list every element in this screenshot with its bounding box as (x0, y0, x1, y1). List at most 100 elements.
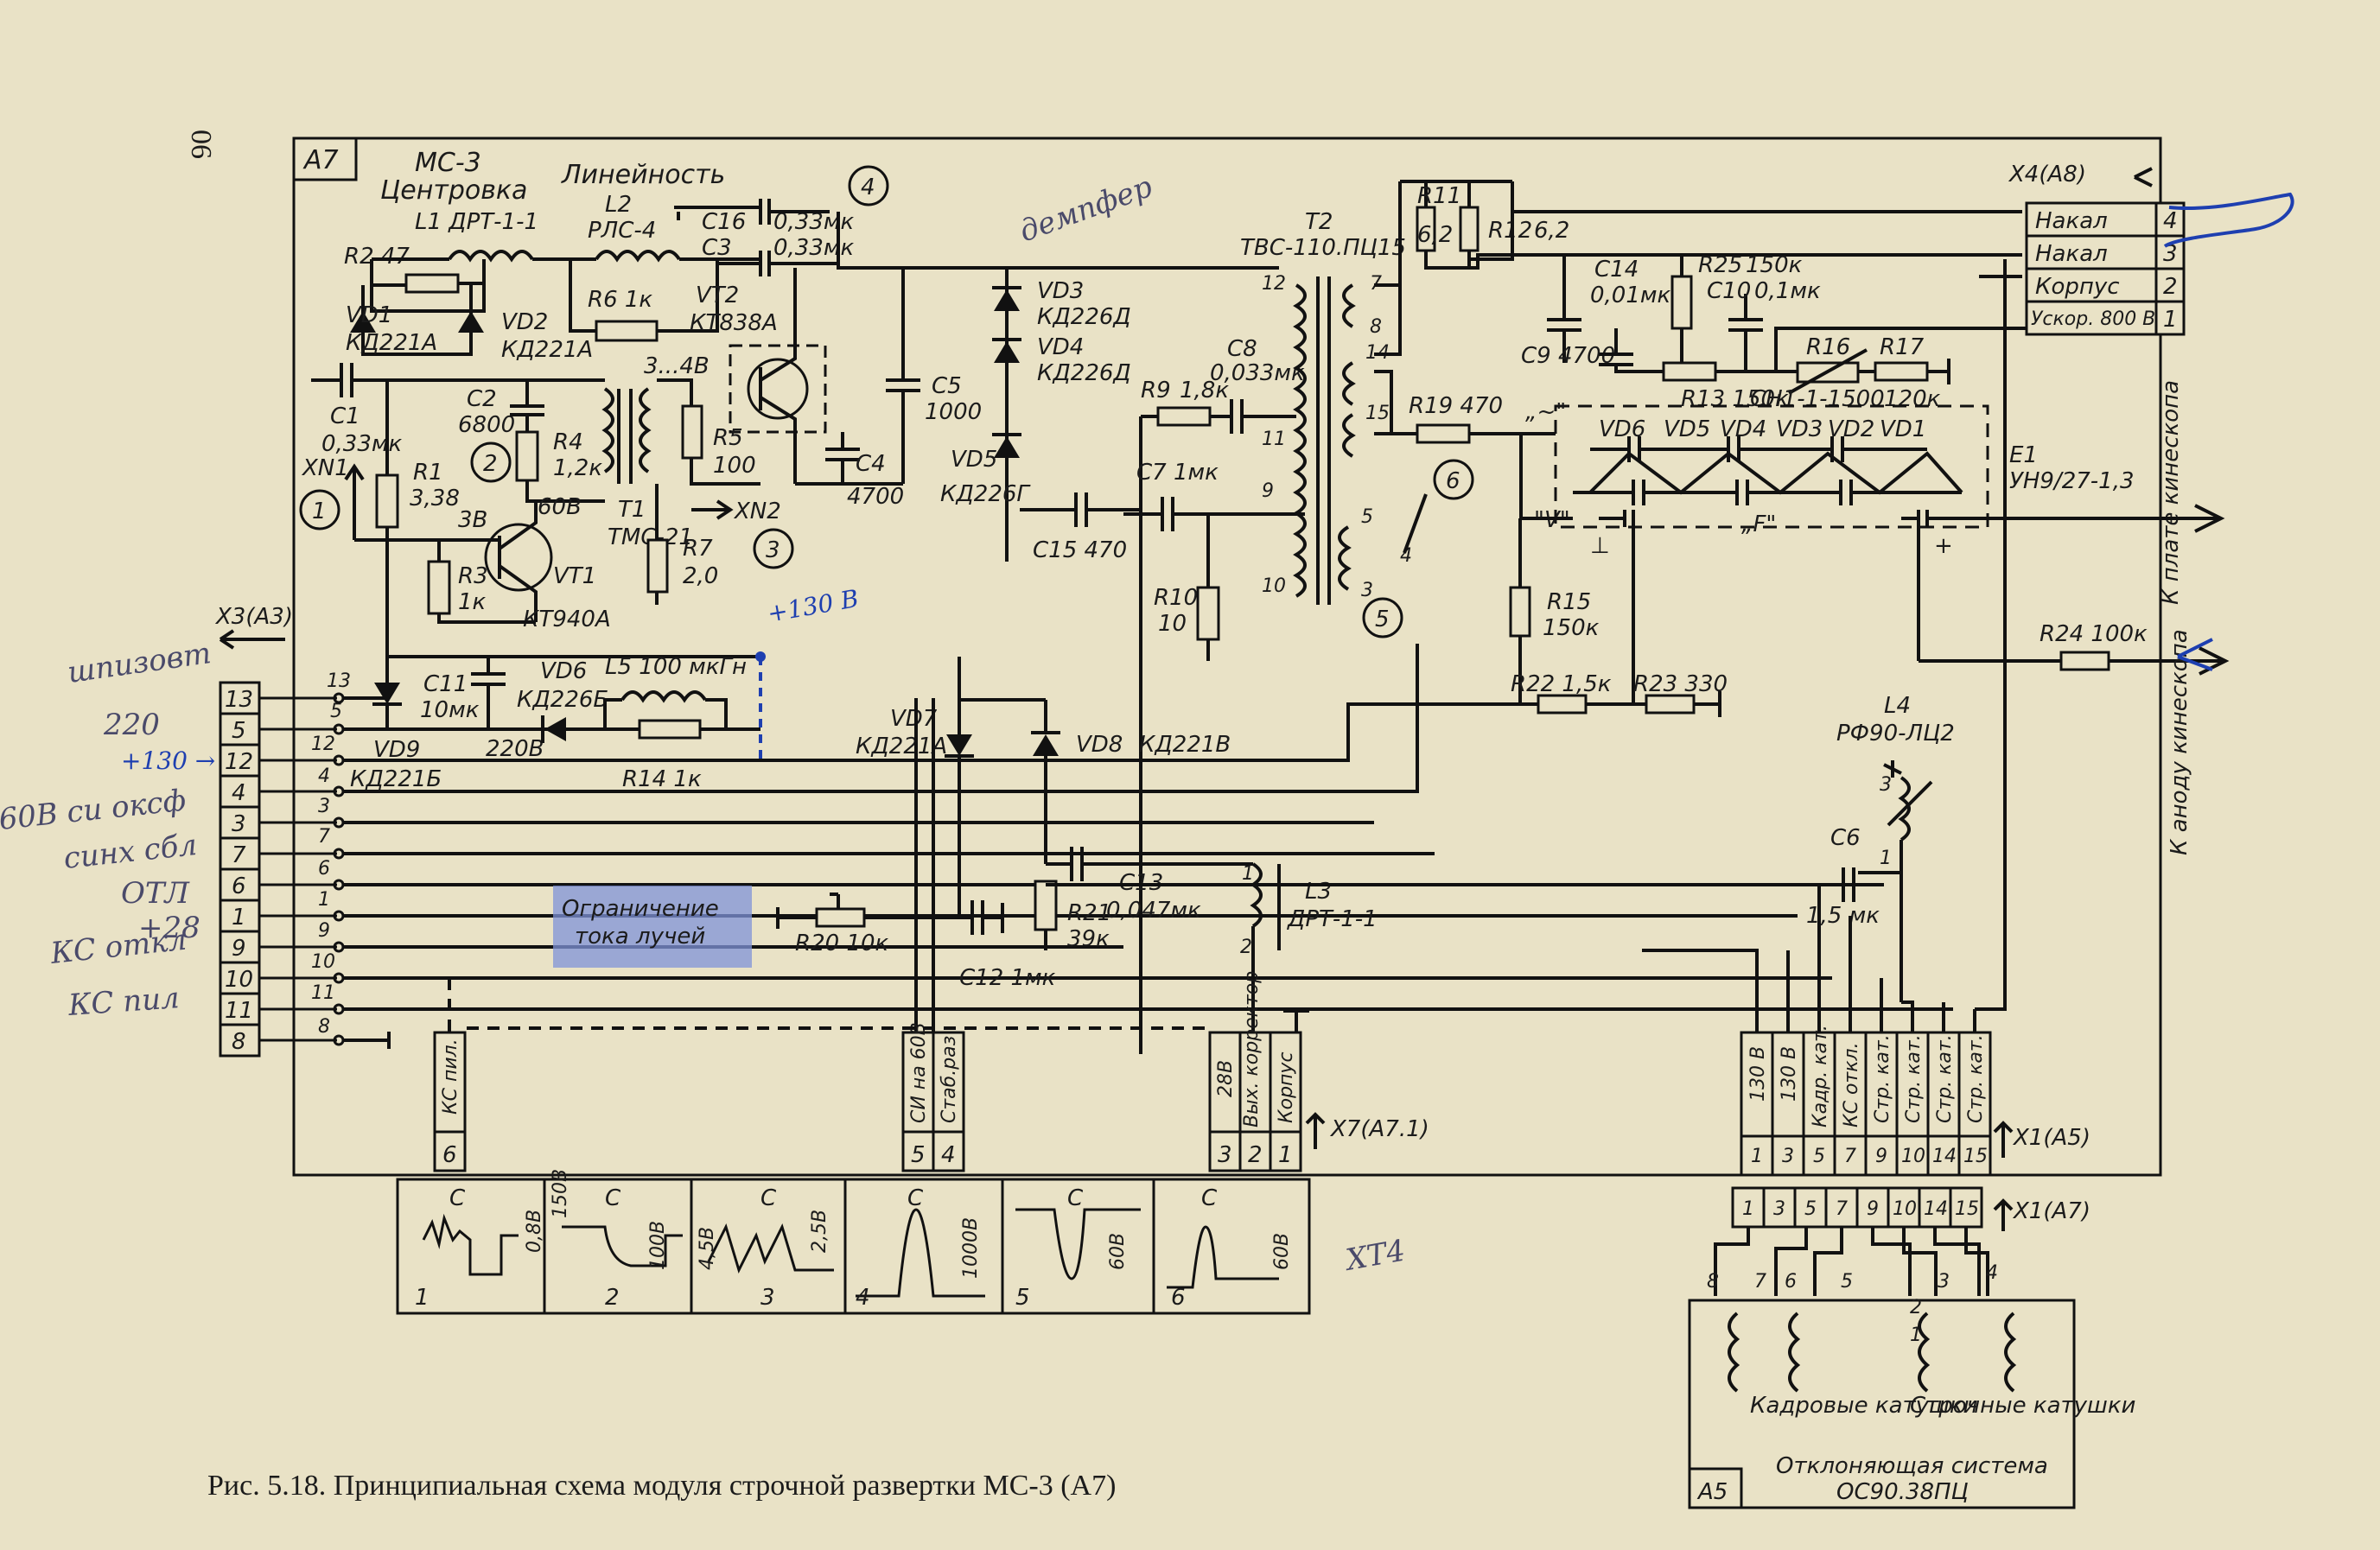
vt2-label: VT2 (696, 283, 739, 308)
stamp-overlay (553, 886, 752, 968)
note-5: ОТЛ (121, 876, 191, 911)
x7-mid-label-4: Стаб.раз (939, 1036, 960, 1123)
x3-pin-12: 12 (225, 749, 253, 775)
vd5-label: VD5 (951, 447, 997, 473)
mult-f: „F" (1741, 511, 1776, 537)
l3-pin-1: 1 (1242, 863, 1254, 885)
x7-right-pin-3: 3 (1218, 1142, 1232, 1168)
l1-coil (448, 250, 534, 263)
waveform-5-trace (1015, 1208, 1141, 1280)
c5-label: С5 (932, 373, 962, 399)
r16-type: СН1-1-1500 (1750, 386, 1885, 412)
waveform-1-c: С (449, 1185, 466, 1211)
x1-a7-pin-3: 3 (1773, 1198, 1785, 1220)
line-coils-drawing (1918, 1312, 2017, 1393)
x3-pin-7: 7 (232, 842, 246, 868)
ds-pin-8: 8 (1707, 1271, 1719, 1293)
r21-label: R21 (1067, 900, 1111, 926)
c6-label: С6 (1830, 825, 1861, 851)
r7-label: R7 (683, 536, 713, 562)
waveform-6-c: С (1201, 1185, 1218, 1211)
vt1-label: VT1 (553, 563, 596, 589)
x3-pin-8: 8 (232, 1029, 246, 1055)
c11-value: 10мк (420, 697, 480, 723)
r20-potentiometer (815, 907, 866, 928)
mult-tilde: „~" (1525, 399, 1566, 425)
r9-value: 1,8к (1180, 378, 1229, 403)
x3-pin-4: 4 (232, 780, 246, 806)
xn2-label: XN2 (733, 499, 781, 524)
l3-pin-2: 2 (1240, 937, 1252, 958)
vd3-type: КД226Д (1037, 304, 1131, 330)
x3-wire-9: 9 (318, 920, 330, 942)
r22-resistor (1537, 694, 1588, 715)
r1-label: R1 (413, 460, 443, 486)
c13-value: 0,047мк (1106, 898, 1201, 924)
t2-pin-11: 11 (1262, 429, 1286, 450)
deflection-frame-coils: Кадровые катушки (1750, 1393, 1977, 1419)
mult-vd5: VD5 (1664, 416, 1710, 442)
deflection-line-coils: Строчные катушки (1910, 1393, 2135, 1419)
r14-label: R14 1к (622, 766, 702, 792)
waveform-2-amp1: 150В (550, 1169, 571, 1218)
x3-wire-12: 12 (311, 734, 335, 755)
x7-mid-pin-4: 4 (941, 1142, 956, 1168)
test-point-2 (470, 441, 512, 483)
deflection-id-box (1688, 1467, 1743, 1509)
page-number: 06 (185, 130, 217, 159)
c7-label: С7 1мк (1136, 460, 1219, 486)
vd8-type: КД221В (1139, 732, 1231, 758)
x1-pin-9: 9 (1875, 1146, 1887, 1167)
t2-pin-10: 10 (1262, 575, 1286, 597)
note-0: шпизовт (66, 636, 213, 690)
t1-label: Т1 (618, 497, 646, 523)
r17-resistor (1874, 361, 1929, 382)
x4-row-3-pin: 2 (2163, 274, 2178, 300)
x1-pin-7: 7 (1844, 1146, 1856, 1167)
note-2: +130 → (121, 746, 215, 775)
x7-right-pin-1: 1 (1278, 1142, 1293, 1168)
vd4-label: VD4 (1037, 334, 1084, 360)
r21-value: 39к (1067, 926, 1110, 952)
module-id-box (292, 137, 358, 181)
r17-value: 120к (1884, 386, 1941, 412)
r23-label: R23 330 (1633, 671, 1728, 697)
x3-pin-6: 6 (232, 873, 246, 899)
v3-label: 3В (458, 507, 487, 533)
r9-label: R9 (1141, 378, 1171, 403)
r23-resistor (1645, 694, 1696, 715)
test-point-4 (848, 165, 889, 206)
c11-label: С11 (423, 671, 468, 697)
c10-value: 0,1мк (1754, 278, 1821, 304)
x3-wire-6: 6 (318, 858, 330, 880)
x3-pin-9: 9 (232, 936, 246, 962)
ds-pin-2: 2 (1910, 1297, 1922, 1318)
r12-value: 6,2 (1534, 218, 1569, 244)
module-linearity: Линейность (561, 160, 725, 190)
vt1-type: КТ940А (523, 607, 611, 632)
x4-row-1-pin: 4 (2163, 208, 2178, 234)
mult-vd3: VD3 (1776, 416, 1823, 442)
x3-pin-1: 1 (232, 905, 246, 931)
handwritten-plus130: +130 В (765, 584, 861, 628)
vd4-type: КД226Д (1037, 360, 1131, 386)
module-frame (292, 137, 2162, 1177)
waveform-2-num: 2 (605, 1285, 620, 1311)
x3-title: Х3(А3) (214, 604, 293, 630)
test-point-3 (753, 528, 794, 569)
vd5-type: КД226Г (940, 481, 1031, 507)
module-id: А7 (302, 145, 339, 175)
test-point-5 (1362, 597, 1403, 638)
c8-label: С8 (1227, 336, 1257, 362)
x1-label-14: Стр. кат. (1934, 1034, 1956, 1123)
c14-value: 0,01мк (1590, 283, 1671, 308)
deflection-model: ОС90.38ПЦ (1836, 1479, 1969, 1505)
x1-label-7: КС откл. (1841, 1042, 1862, 1128)
x4-row-4-label: Ускор. 800 В (2031, 308, 2155, 330)
x3-wire-8: 8 (318, 1016, 330, 1038)
x7-title: Х7(А7.1) (1329, 1116, 1429, 1142)
x7-right-label-1: Корпус (1276, 1051, 1297, 1123)
waveform-1-num: 1 (415, 1285, 430, 1311)
x1-a7-title: Х1(А7) (2012, 1198, 2090, 1224)
x3-wire-13: 13 (327, 670, 351, 692)
